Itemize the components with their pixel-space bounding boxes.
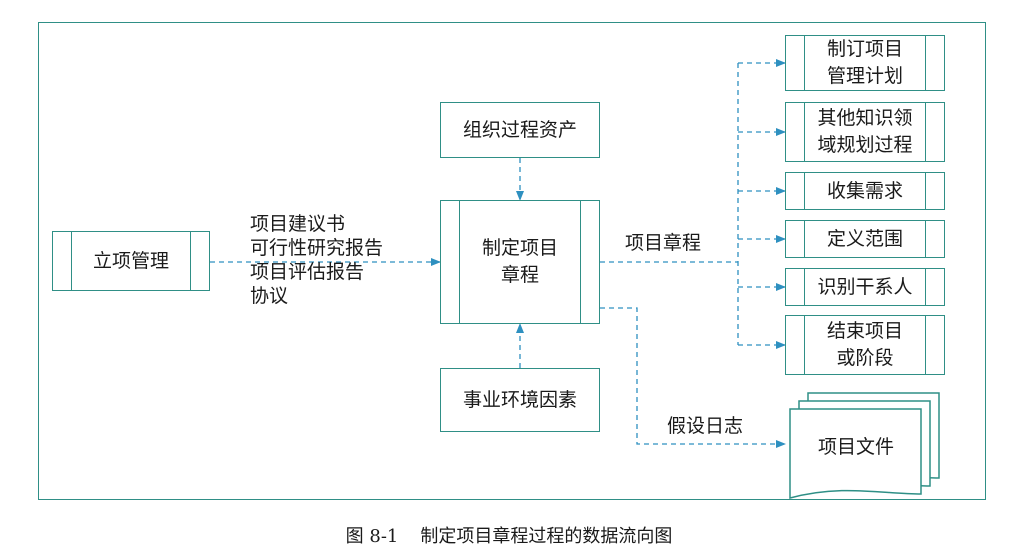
enterprise-env-factors-node: 事业环境因素 (440, 368, 600, 432)
output-node-identify-stakeholders: 识别干系人 (785, 268, 945, 306)
diagram-frame (38, 22, 986, 500)
develop-charter-label-line1: 制定项目 (481, 237, 558, 259)
initiation-management-node: 立项管理 (52, 231, 210, 291)
org-process-assets-node: 组织过程资产 (440, 102, 600, 158)
org-process-assets-label: 组织过程资产 (462, 118, 577, 141)
output-node-define-scope: 定义范围 (785, 220, 945, 258)
output-label-line2: 域规划过程 (817, 134, 913, 156)
project-documents-label: 项目文件 (818, 436, 895, 458)
output-label-line1: 识别干系人 (817, 275, 913, 298)
input-item: 可行性研究报告 (250, 237, 384, 259)
develop-charter-label-line2: 章程 (500, 264, 539, 286)
inputs-label: 项目建议书 可行性研究报告 项目评估报告 协议 (250, 212, 383, 308)
assumption-log-edge-label: 假设日志 (667, 415, 744, 437)
output-label-line1: 定义范围 (826, 227, 903, 250)
output-node-develop-pm-plan: 制订项目 管理计划 (785, 35, 945, 91)
output-label-line1: 其他知识领 (817, 107, 913, 129)
output-node-close-project: 结束项目 或阶段 (785, 315, 945, 375)
output-label-line2: 或阶段 (836, 347, 894, 369)
output-label-line1: 制订项目 (826, 38, 903, 60)
enterprise-env-factors-label: 事业环境因素 (462, 388, 577, 411)
output-label-line1: 结束项目 (826, 320, 903, 342)
initiation-management-label: 立项管理 (92, 249, 169, 272)
project-documents-stack (789, 392, 940, 499)
develop-charter-node: 制定项目 章程 (440, 200, 600, 324)
input-item: 协议 (250, 285, 289, 307)
output-node-other-planning: 其他知识领 域规划过程 (785, 102, 945, 162)
output-node-collect-requirements: 收集需求 (785, 172, 945, 210)
edge-assumption-log (600, 307, 786, 448)
project-charter-edge-label: 项目章程 (625, 232, 702, 254)
output-label-line1: 收集需求 (826, 179, 903, 202)
output-label-line2: 管理计划 (826, 65, 903, 87)
figure-number: 图 8-1 (345, 526, 399, 547)
figure-caption: 图 8-1 制定项目章程过程的数据流向图 (0, 522, 1018, 548)
figure-title: 制定项目章程过程的数据流向图 (420, 526, 673, 547)
input-item: 项目评估报告 (250, 261, 365, 283)
input-item: 项目建议书 (250, 213, 346, 235)
